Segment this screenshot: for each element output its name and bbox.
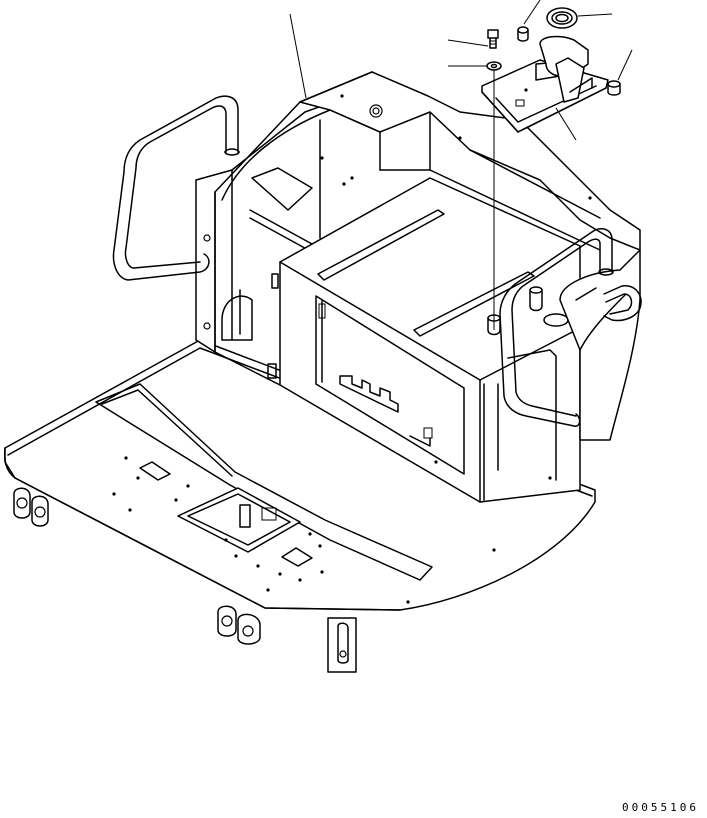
floor-plate xyxy=(3,339,596,611)
washer xyxy=(486,61,502,71)
bushing-right xyxy=(607,80,621,96)
seat-pedestal-box xyxy=(279,177,581,503)
mounting-lugs xyxy=(13,487,357,673)
grommet xyxy=(546,7,578,29)
bushing-left xyxy=(517,26,529,42)
drawing-number: 00055106 xyxy=(622,801,699,814)
leader-lines xyxy=(289,0,633,330)
bolt xyxy=(487,29,499,49)
floor-frame xyxy=(195,71,641,386)
left-handrail xyxy=(112,95,240,281)
right-console xyxy=(559,249,641,441)
right-handrail xyxy=(499,227,642,427)
seat-mount-bracket xyxy=(481,35,609,133)
